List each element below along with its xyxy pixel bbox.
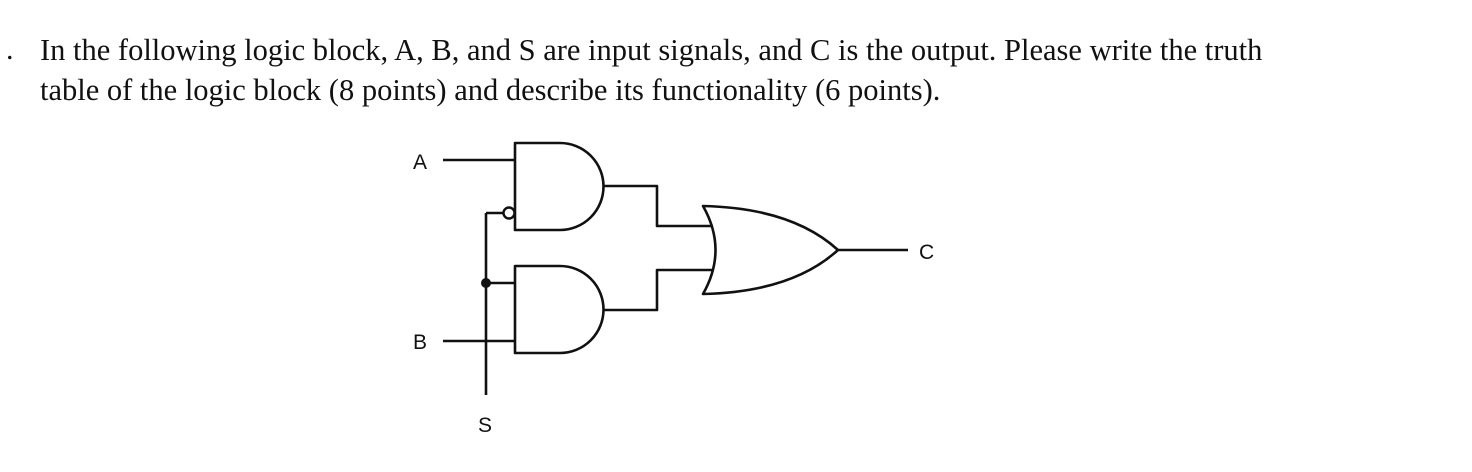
- and-gate-upper: [513, 141, 605, 232]
- inverter-bubble: [502, 206, 516, 220]
- input-label-a: A: [413, 151, 427, 174]
- question-text-line-2: table of the logic block (8 points) and …: [40, 73, 941, 107]
- or-gate: [701, 204, 840, 296]
- output-label-c: C: [919, 241, 934, 264]
- question-text-line-1: In the following logic block, A, B, and …: [40, 33, 1263, 67]
- wire-upper-and-to-or: [603, 184, 713, 228]
- and-gate-lower: [513, 264, 605, 355]
- question-text: In the following logic block, A, B, and …: [40, 30, 1460, 110]
- junction-dot: [481, 278, 491, 288]
- input-label-b: B: [413, 331, 427, 354]
- wire-lower-and-to-or: [603, 268, 713, 312]
- question-marker: .: [6, 33, 14, 66]
- input-label-s: S: [478, 414, 492, 437]
